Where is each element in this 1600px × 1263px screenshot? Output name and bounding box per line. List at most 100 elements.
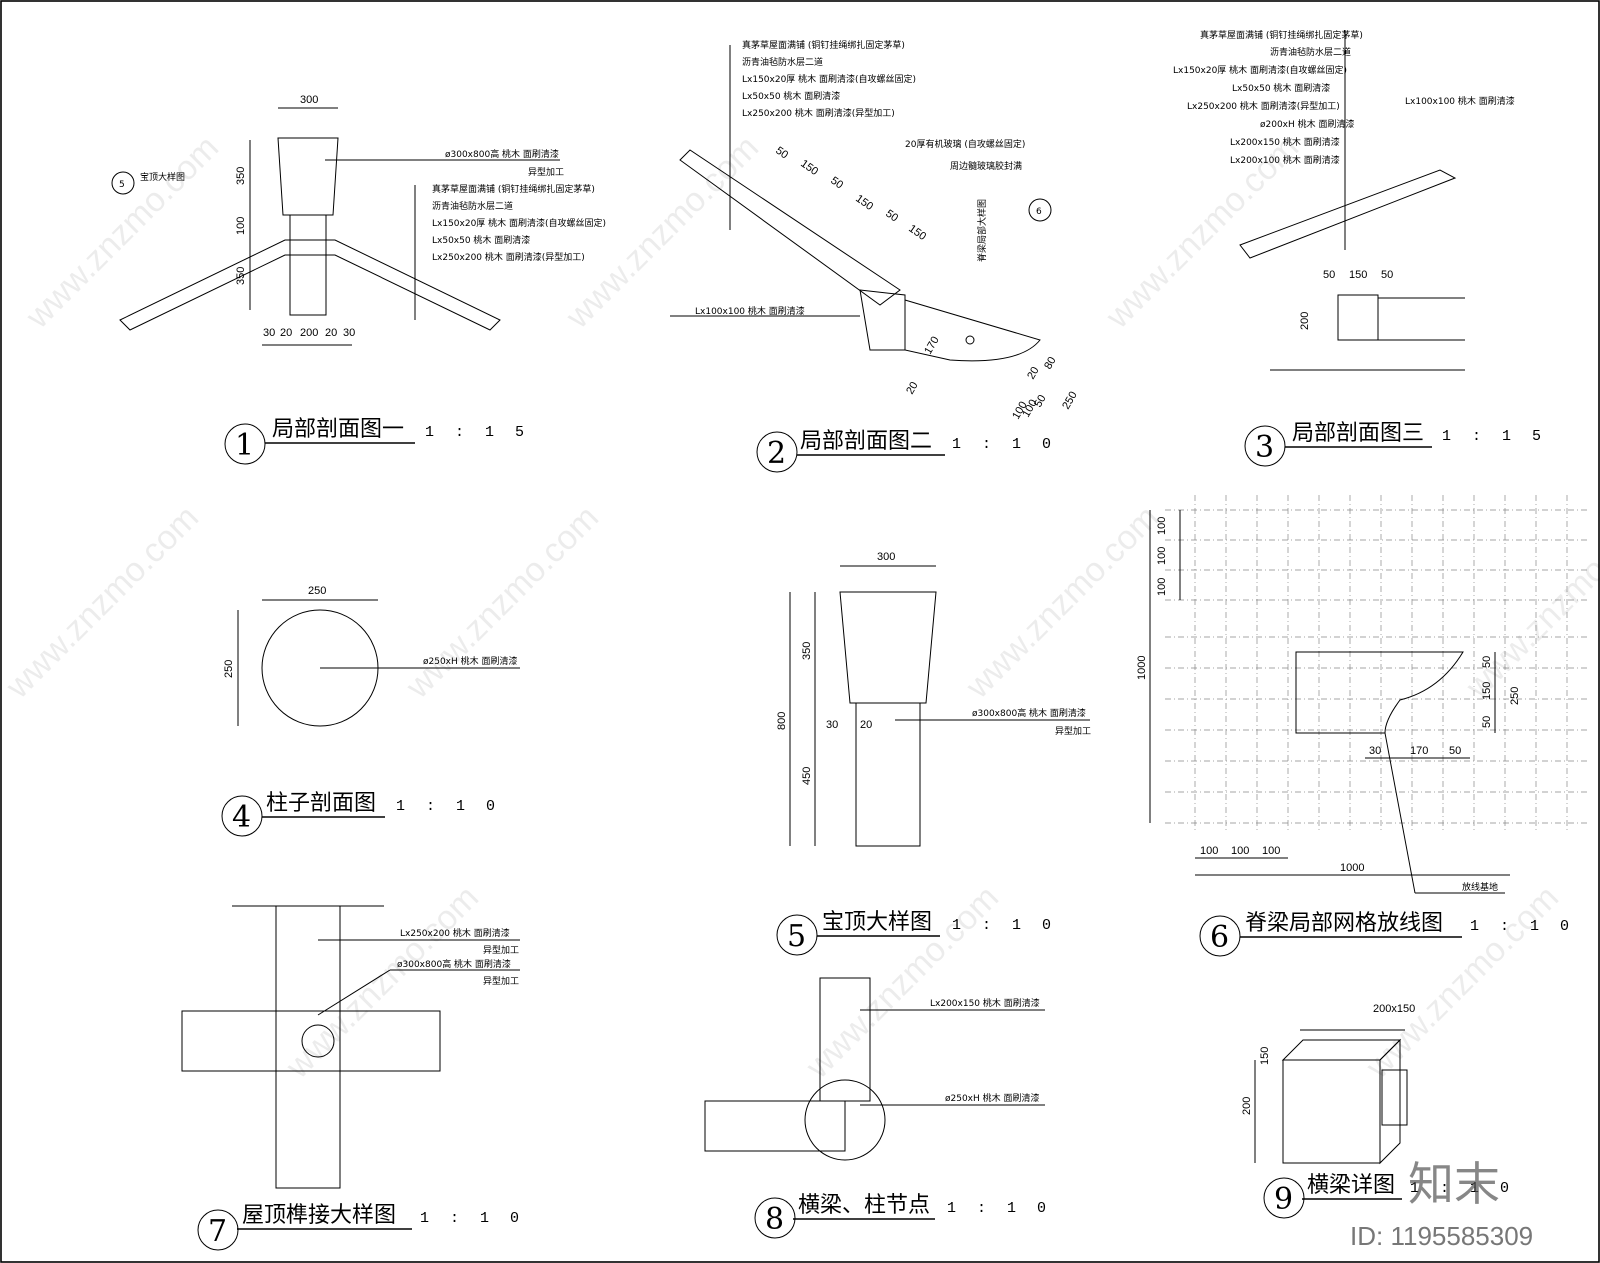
watermark-5: www.znzmo.com: [398, 498, 606, 706]
d5-number: 5: [787, 919, 806, 954]
d2-note-1: 沥青油毡防水层二道: [742, 56, 823, 68]
d7-number-circle: [197, 1209, 239, 1251]
d7-title: 屋顶榫接大样图: [242, 1203, 396, 1228]
d8-note-1: ø250xH 桃木 面刷清漆: [945, 1092, 1040, 1104]
d6-dim-100f: 100: [1262, 845, 1280, 857]
watermark-1: www.znzmo.com: [18, 128, 226, 336]
d7-beam: [181, 1010, 441, 1072]
watermark-7: www.znzmo.com: [1458, 498, 1600, 706]
d6-dim-50c: 50: [1449, 745, 1461, 757]
d3-note-5: ø200xH 桃木 面刷清漆: [1260, 118, 1355, 130]
d3-dim-150: 150: [1349, 269, 1367, 281]
d1-note-2: 真茅草屋面满铺 (铜钉挂绳绑扎固定茅草): [432, 183, 595, 195]
d8-beam: [704, 1100, 846, 1152]
d1-dim-100: 100: [235, 217, 247, 235]
d8-post-round: [804, 1079, 886, 1161]
drawing-4: 250 250 ø250xH 桃木 面刷清漆 4 柱子剖面图 1 : 1 0: [221, 585, 520, 837]
d3-note-1: 沥青油毡防水层二道: [1270, 46, 1351, 58]
d4-number: 4: [232, 800, 251, 835]
drawing-2: 真茅草屋面满铺 (铜钉挂绳绑扎固定茅草) 沥青油毡防水层二道 Lx150x20厚…: [670, 39, 1080, 473]
d3-scale: 1 : 1 5: [1442, 428, 1547, 445]
d3-roof: [1239, 169, 1457, 259]
d1-note-3: 沥青油毡防水层二道: [432, 200, 513, 212]
d2-dim-50c: 50: [883, 208, 900, 225]
d3-note-7: Lx200x100 桃木 面刷清漆: [1230, 154, 1340, 166]
d1-dim-30: 30: [263, 327, 275, 339]
drawing-5: 300 350 800 450 30 20 ø300x800高 桃木 面刷清漆 …: [776, 551, 1091, 956]
d2-dim-150: 150: [798, 158, 820, 178]
d2-note-0: 真茅草屋面满铺 (铜钉挂绳绑扎固定茅草): [742, 39, 905, 51]
d6-note-0: 放线基地: [1462, 881, 1498, 893]
d6-dim-1000-h: 1000: [1340, 862, 1364, 874]
d8-note-0: Lx200x150 桃木 面刷清漆: [930, 997, 1040, 1009]
d5-scale: 1 : 1 0: [952, 917, 1057, 934]
d1-dim-20: 20: [280, 327, 292, 339]
d6-dim-30: 30: [1369, 745, 1381, 757]
d6-beam-profile: [1295, 651, 1464, 734]
d1-dim-30b: 30: [343, 327, 355, 339]
d2-roof: [679, 149, 901, 306]
brand-logo: 知末: [1408, 1157, 1500, 1211]
d4-number-circle: [221, 795, 263, 837]
d2-dim-50d: 50: [1032, 393, 1049, 410]
d2-note-3: Lx50x50 桃木 面刷清漆: [742, 90, 840, 102]
d4-title: 柱子剖面图: [266, 791, 376, 816]
d1-finial: [277, 137, 339, 216]
d2-dim-250: 250: [1060, 390, 1080, 412]
watermark-10: www.znzmo.com: [1358, 878, 1566, 1086]
d3-number: 3: [1255, 430, 1274, 465]
d1-note-5: Lx50x50 桃木 面刷清漆: [432, 234, 530, 246]
drawing-1: 300 350 100 350 30 20 200 20 30 ø300x800…: [111, 94, 606, 465]
d2-dim-50b: 50: [828, 175, 845, 192]
watermark-2: www.znzmo.com: [558, 128, 766, 336]
d1-scale: 1 : 1 5: [425, 424, 530, 441]
d1-callout-label: 宝顶大样图: [140, 171, 185, 183]
d7-scale: 1 : 1 0: [420, 1210, 525, 1227]
drawing-9: 200x150 150 200 9 横梁详图 1 : 1 0: [1241, 1003, 1509, 1219]
d6-dim-100d: 100: [1200, 845, 1218, 857]
d9-dim-200: 200: [1241, 1097, 1253, 1115]
d1-callout-circle: [111, 171, 135, 195]
d6-grid: [1165, 495, 1590, 830]
d2-note-6: 周边髓玻璃胶封满: [950, 160, 1022, 172]
d4-dim-height: 250: [223, 660, 235, 678]
d2-note-7: Lx100x100 桃木 面刷清漆: [695, 305, 805, 317]
d3-number-circle: [1244, 425, 1286, 467]
d1-dim-300: 300: [300, 94, 318, 106]
d6-dim-250: 250: [1509, 687, 1521, 705]
d1-note-4: Lx150x20厚 桃木 面刷清漆(自攻螺丝固定): [432, 217, 606, 229]
d3-dim-50: 50: [1323, 269, 1335, 281]
d3-note-8: Lx100x100 桃木 面刷清漆: [1405, 95, 1515, 107]
d2-dim-170: 170: [922, 335, 942, 357]
d3-dim-200: 200: [1299, 312, 1311, 330]
d3-dim-50b: 50: [1381, 269, 1393, 281]
d9-dim-200x150: 200x150: [1373, 1003, 1415, 1015]
d1-note-0: ø300x800高 桃木 面刷清漆: [445, 148, 559, 160]
d3-title: 局部剖面图三: [1292, 421, 1424, 446]
d2-note-4: Lx250x200 桃木 面刷清漆(异型加工): [742, 107, 895, 119]
d2-note-5: 20厚有机玻璃 (自攻螺丝固定): [905, 138, 1025, 150]
d7-note-3: 异型加工: [483, 976, 519, 987]
d2-callout-no: 6: [1036, 207, 1042, 217]
d1-title: 局部剖面图一: [272, 417, 404, 442]
d5-dim-350: 350: [801, 642, 813, 660]
d2-dim-20b: 20: [1025, 365, 1042, 382]
d7-note-1: 异型加工: [483, 945, 519, 956]
d5-dim-30: 30: [826, 719, 838, 731]
d2-dim-50: 50: [773, 145, 790, 162]
d2-beam: [859, 289, 906, 351]
d1-note-1: 异型加工: [528, 167, 564, 178]
d6-dim-150: 150: [1481, 682, 1493, 700]
d5-note-1: 异型加工: [1055, 726, 1091, 737]
d5-finial-top: [839, 591, 937, 704]
d5-title: 宝顶大样图: [822, 910, 932, 935]
d8-title: 横梁、柱节点: [798, 1193, 930, 1218]
d6-number: 6: [1210, 920, 1229, 955]
d9-title: 横梁详图: [1307, 1173, 1395, 1198]
d2-dim-20: 20: [904, 380, 921, 397]
d7-note-0: Lx250x200 桃木 面刷清漆: [400, 927, 510, 939]
d4-note-0: ø250xH 桃木 面刷清漆: [423, 655, 518, 667]
d2-dim-80: 80: [1042, 355, 1059, 372]
d3-note-0: 真茅草屋面满铺 (铜钉挂绳绑扎固定茅草): [1200, 29, 1363, 41]
